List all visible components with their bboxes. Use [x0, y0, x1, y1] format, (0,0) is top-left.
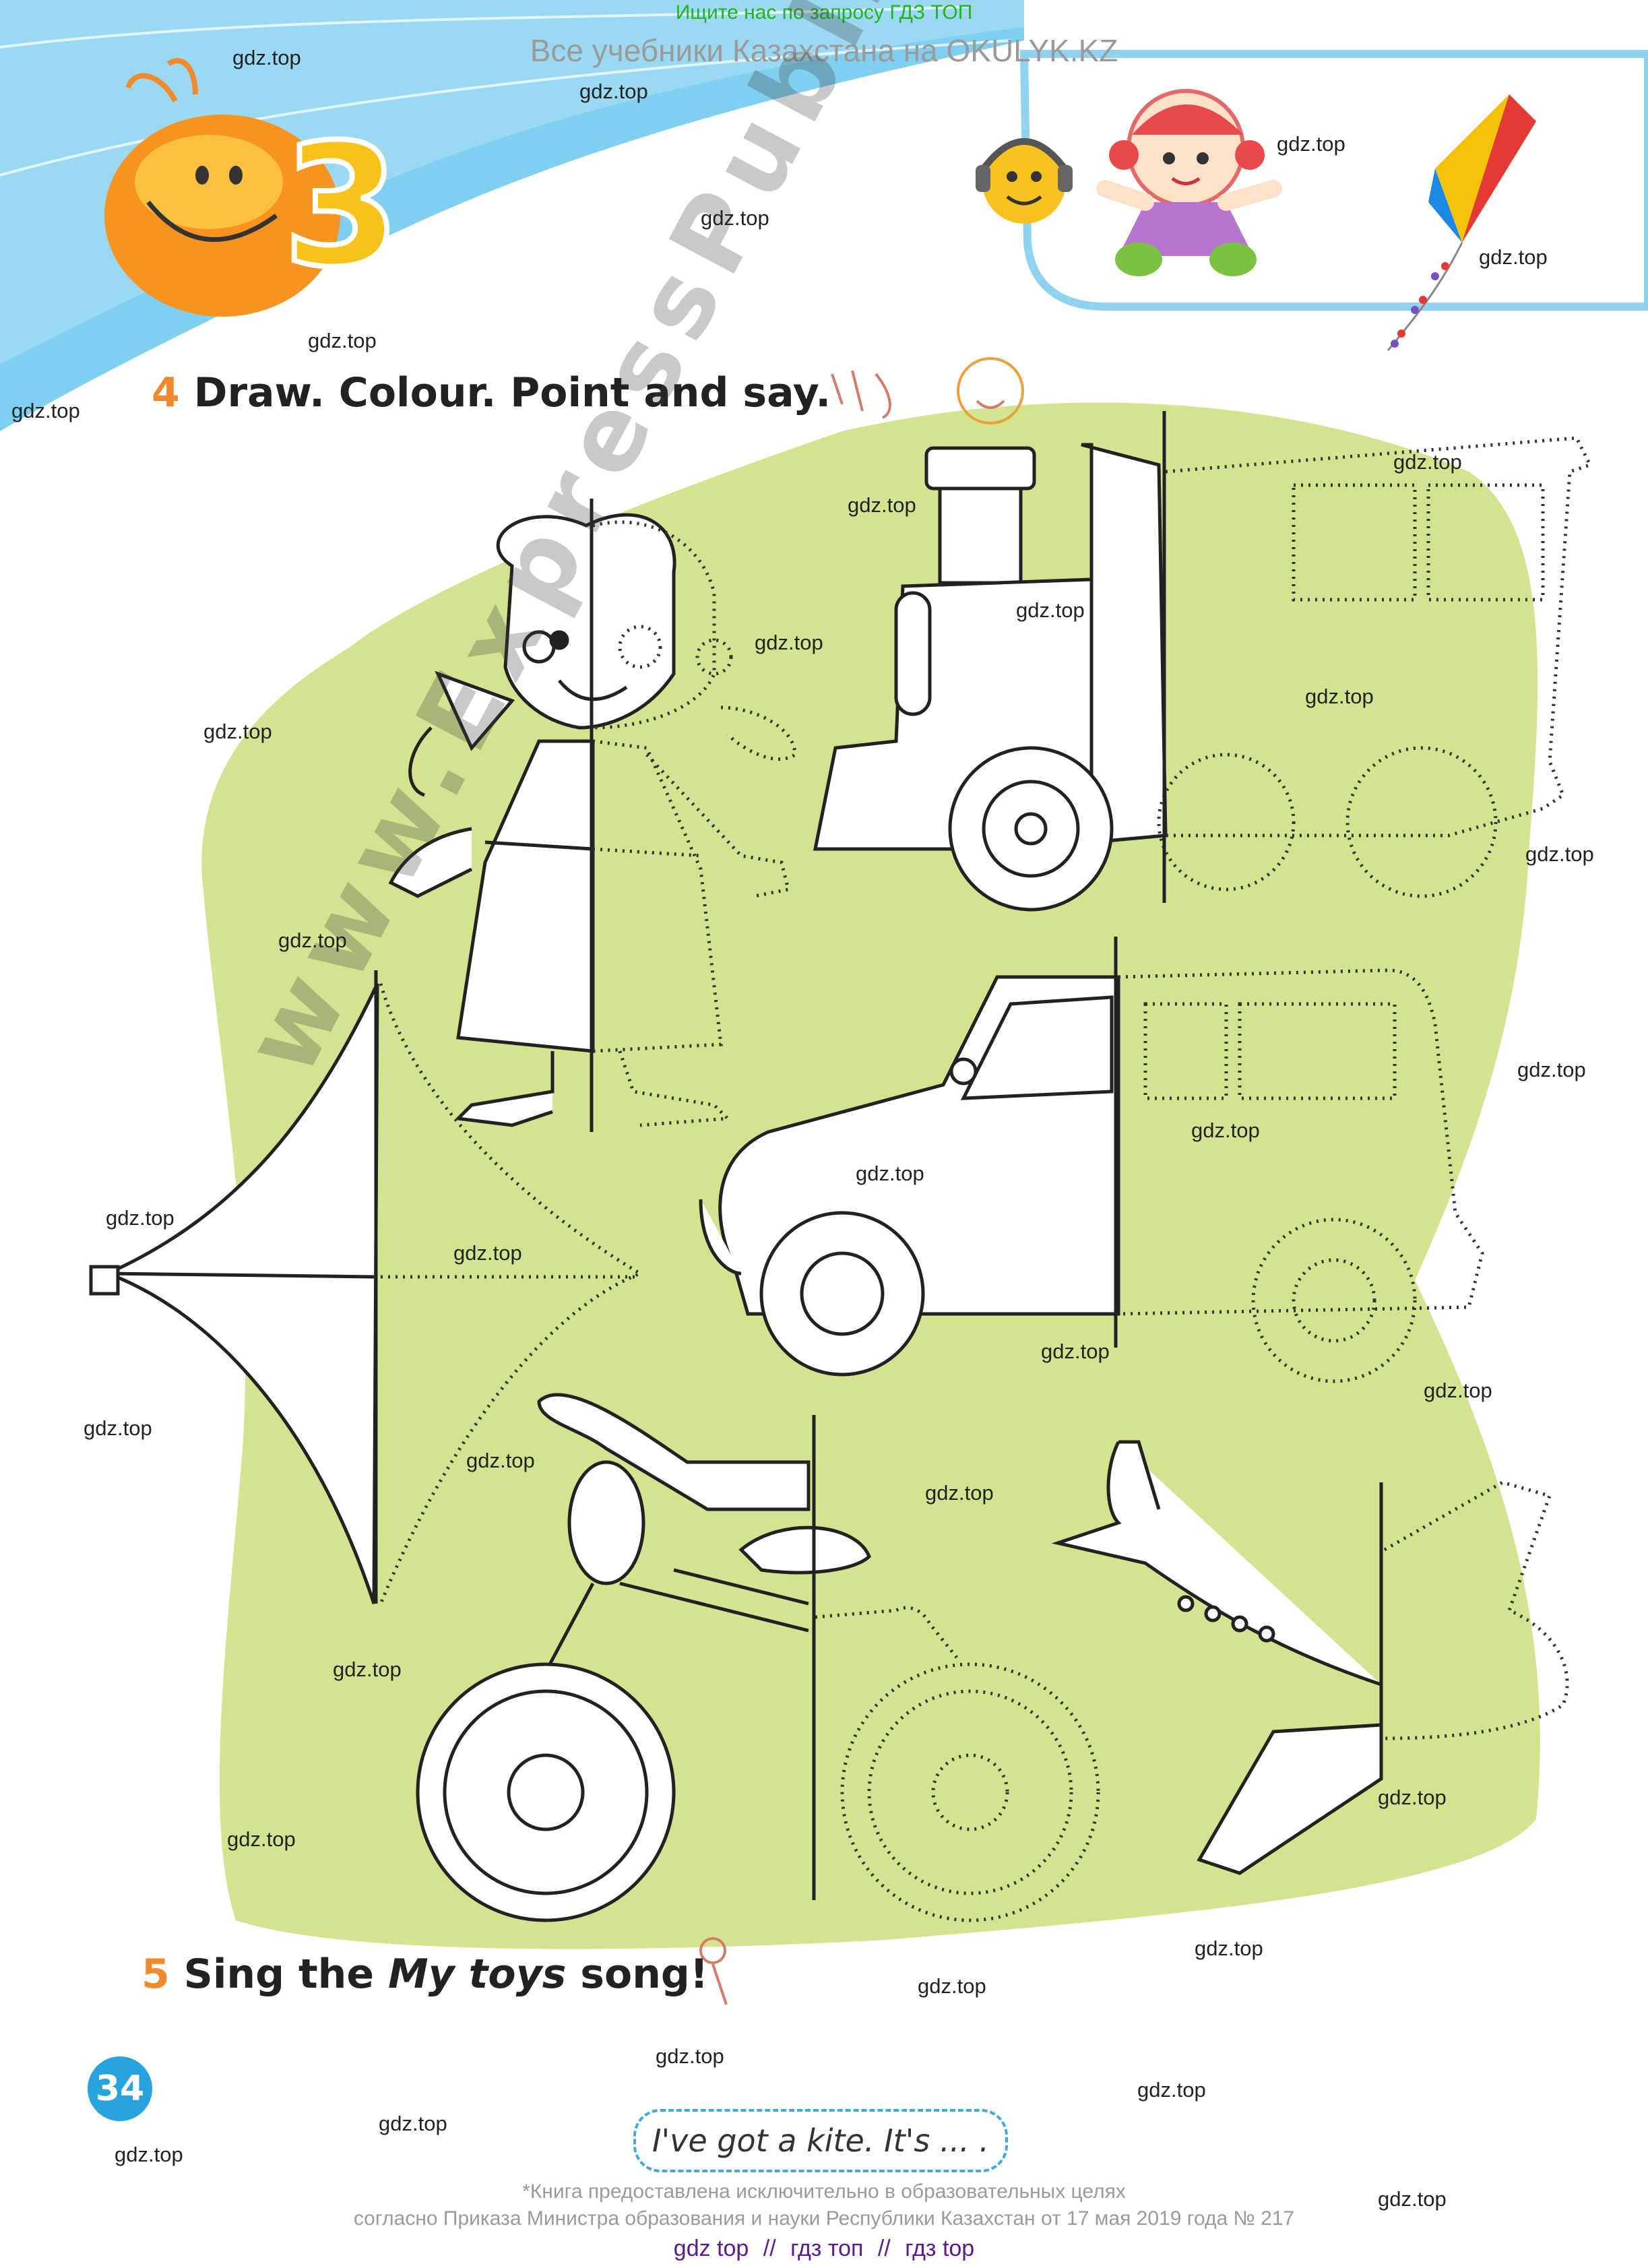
- site-line: Все учебники Казахстана на OKULYK.KZ: [530, 33, 1118, 68]
- rag-doll-icon: [1096, 89, 1282, 276]
- exercise-5-text-after: song!: [566, 1951, 709, 1998]
- watermark: gdz.top: [1137, 2078, 1206, 2102]
- train-outline: [813, 443, 1168, 912]
- watermark: gdz.top: [918, 1974, 986, 1998]
- watermark: gdz.top: [466, 1449, 535, 1472]
- watermark: gdz.top: [232, 46, 301, 69]
- watermark: gdz.top: [1277, 132, 1345, 156]
- footnote-line-2: согласно Приказа Министра образования и …: [353, 2207, 1295, 2230]
- watermark: gdz.top: [278, 928, 347, 952]
- unit-number: 3: [280, 105, 403, 307]
- headphones-smiley-icon: [976, 138, 1073, 224]
- watermark: gdz.top: [1041, 1340, 1110, 1363]
- footnote-line-1: *Книга предоставлена исключительно в обр…: [522, 2180, 1126, 2203]
- watermark: gdz.top: [1378, 2187, 1447, 2211]
- kite-outline: [89, 982, 379, 1604]
- exercise-5-number: 5: [141, 1951, 170, 1998]
- watermark: gdz.top: [308, 329, 377, 352]
- watermark: gdz.top: [1016, 598, 1085, 622]
- watermark: gdz.top: [1424, 1379, 1492, 1402]
- exercise-5-heading: 5 Sing the My toys song!: [141, 1951, 708, 1998]
- watermark: gdz.top: [227, 1827, 296, 1851]
- smiley-face-icon: [104, 58, 340, 317]
- bottom-links: gdz top // гдз топ // гдз top: [0, 2236, 1648, 2262]
- watermark: gdz.top: [701, 206, 769, 230]
- top-right-panel: [1019, 50, 1648, 311]
- airplane-outline: [1051, 1440, 1383, 1875]
- car-outline: [699, 975, 1120, 1377]
- promo-line: Ищите нас по запросу ГДЗ ТОП: [675, 1, 973, 24]
- link-gdz-top-mixed[interactable]: гдз top: [905, 2236, 975, 2261]
- watermark: gdz.top: [755, 631, 823, 654]
- exercise-5-text-before: Sing the: [183, 1951, 388, 1998]
- page-number: 34: [88, 2056, 152, 2121]
- watermark: gdz.top: [856, 1162, 924, 1185]
- watermark: gdz.top: [579, 80, 648, 103]
- watermark: gdz.top: [333, 1658, 402, 1681]
- link-gdz-top[interactable]: gdz top: [673, 2236, 749, 2261]
- speech-bubble: I've got a kite. It's ... .: [633, 2109, 1008, 2172]
- watermark: gdz.top: [925, 1481, 994, 1505]
- link-separator: //: [877, 2236, 891, 2261]
- microphone-icon: [699, 1937, 728, 2005]
- watermark: gdz.top: [656, 2044, 724, 2068]
- watermark: gdz.top: [1525, 842, 1594, 866]
- kite-icon: [1387, 94, 1536, 351]
- watermark: gdz.top: [84, 1416, 152, 1440]
- watermark: gdz.top: [115, 2143, 183, 2166]
- watermark: gdz.top: [379, 2112, 447, 2135]
- watermark: gdz.top: [1191, 1119, 1260, 1142]
- pencil-brush-hand-icon: [831, 357, 1024, 424]
- link-gdz-top-cyrillic[interactable]: гдз топ: [790, 2236, 864, 2261]
- exercise-4-number: 4: [152, 369, 180, 416]
- exercise-4-heading: 4 Draw. Colour. Point and say.: [152, 369, 831, 416]
- exercise-4-text: Draw. Colour. Point and say.: [193, 369, 831, 416]
- watermark: gdz.top: [1393, 450, 1462, 474]
- bicycle-outline: [416, 1393, 871, 1922]
- watermark: gdz.top: [203, 720, 272, 743]
- watermark: gdz.top: [1479, 245, 1548, 269]
- exercise-5-song-title: My toys: [387, 1951, 567, 1998]
- watermark: gdz.top: [848, 493, 916, 517]
- link-separator: //: [763, 2236, 776, 2261]
- watermark: gdz.top: [1378, 1786, 1447, 1809]
- watermark: gdz.top: [11, 399, 80, 422]
- girl-outline: [388, 513, 676, 1127]
- watermark: gdz.top: [1517, 1058, 1586, 1081]
- watermark: gdz.top: [1305, 685, 1374, 708]
- girl-dotted-half: [592, 520, 797, 1127]
- watermark: gdz.top: [1195, 1936, 1263, 1960]
- watermark: gdz.top: [106, 1206, 175, 1230]
- watermark: gdz.top: [453, 1241, 522, 1265]
